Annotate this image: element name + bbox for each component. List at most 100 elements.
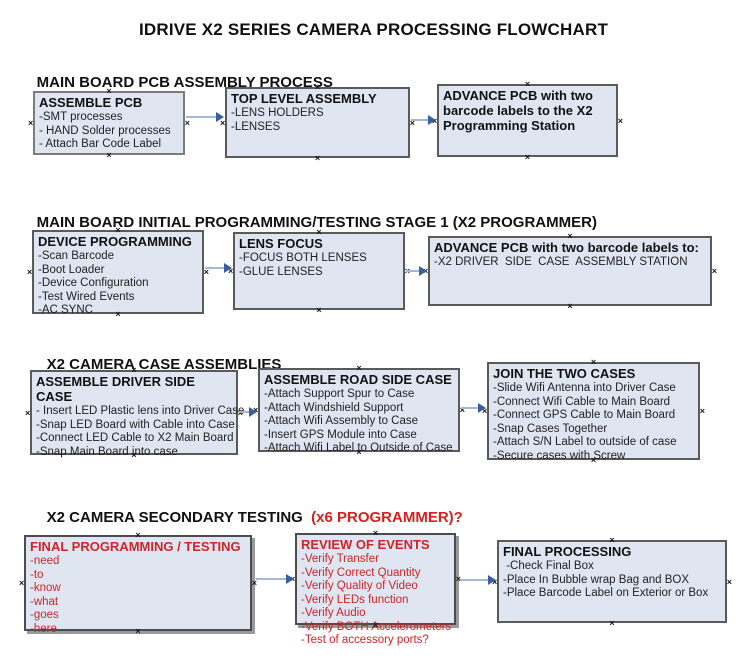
box-items: -Verify Transfer-Verify Correct Quantity… (301, 553, 452, 648)
flow-box-advance-pcb-driver-side-station: ADVANCE PCB with two barcode labels to: … (423, 232, 717, 311)
connection-point-icon: × (699, 406, 705, 416)
box-item: -Connect LED Cable to X2 Main Board (36, 432, 234, 444)
box-item: -Attach Wifi Assembly to Case (264, 415, 419, 427)
flow-box-device-programming: DEVICE PROGRAMMING -Scan Barcode-Boot Lo… (27, 226, 209, 319)
box-item: -know (30, 582, 61, 594)
box-item: -Attach S/N Label to outside of case (493, 436, 677, 448)
section-heading-initial-programming: MAIN BOARD INITIAL PROGRAMMING/TESTING S… (20, 197, 597, 248)
box-item: -Verify BOTH Accelerometers (301, 620, 452, 633)
section-heading-pcb-assembly: MAIN BOARD PCB ASSEMBLY PROCESS (20, 57, 333, 108)
box-title: TOP LEVEL ASSEMBLY (231, 91, 377, 106)
flow-box-top-level-assembly: TOP LEVEL ASSEMBLY -LENS HOLDERS-LENSES … (220, 83, 415, 163)
box-item: -Place In Bubble wrap Bag and BOX (503, 573, 690, 586)
section-heading-text: X2 CAMERA SECONDARY TESTING (46, 509, 312, 526)
box-items: -LENS HOLDERS-LENSES (231, 107, 404, 134)
box-item: -need (30, 555, 60, 567)
connection-point-icon: × (609, 618, 615, 628)
flow-box-lens-focus: LENS FOCUS -FOCUS BOTH LENSES-GLUE LENSE… (228, 228, 410, 315)
box-item: -Attach Wifi Label to Outside of Case (264, 442, 453, 454)
box-item: -Test of accessory ports? (301, 634, 429, 646)
arrow-driver-case-to-road-case (239, 407, 257, 417)
connection-point-icon: × (316, 305, 322, 315)
box-item: -AC SYNC (38, 304, 93, 316)
box-item: -Verify Correct Quantity (301, 566, 421, 579)
connection-point-icon: × (590, 357, 597, 367)
arrow-line (256, 578, 288, 580)
flow-box-review-of-events: REVIEW OF EVENTS -Verify Transfer-Verify… (290, 529, 461, 647)
arrow-lens-focus-to-advance-pcb (406, 266, 427, 276)
arrow-top-level-to-advance-pcb (411, 115, 436, 125)
flow-box-assemble-driver-side-case: ASSEMBLE DRIVER SIDE CASE - Insert LED P… (25, 366, 244, 460)
flow-box-assemble-road-side-case: ASSEMBLE ROAD SIDE CASE -Attach Support … (253, 364, 465, 457)
box-title: ADVANCE PCB with two barcode labels to t… (443, 88, 593, 133)
box-title: FINAL PROGRAMMING / TESTING (30, 539, 241, 554)
connection-point-icon: × (106, 150, 112, 160)
box-item: -Snap Main Board into case (36, 445, 178, 458)
section-heading-secondary-testing: X2 CAMERA SECONDARY TESTING (x6 PROGRAMM… (30, 492, 463, 543)
arrow-final-programming-to-review (256, 574, 294, 584)
box-items: -Scan Barcode-Boot Loader-Device Configu… (38, 250, 198, 318)
box-items: -Check Final Box-Place In Bubble wrap Ba… (503, 560, 721, 601)
connection-point-icon: × (27, 267, 33, 277)
flow-box-join-the-two-cases: JOIN THE TWO CASES -Slide Wifi Antenna i… (482, 358, 705, 465)
box-items: -need-to-know-what-goes-here (30, 555, 246, 636)
arrow-head-icon (224, 263, 232, 273)
box-item: - Attach Bar Code Label (39, 138, 162, 150)
box-items: - Insert LED Plastic lens into Driver Ca… (36, 405, 245, 459)
box-item: -Verify Quality of Video (301, 580, 418, 592)
arrow-review-to-final-processing (460, 575, 496, 585)
connection-point-icon: × (609, 535, 615, 545)
flow-box-advance-pcb-programming-station: ADVANCE PCB with two barcode labels to t… (432, 80, 623, 162)
box-item: -X2 DRIVER SIDE CASE ASSEMBLY STATION (434, 256, 688, 268)
box-item: -Connect GPS Cable to Main Board (493, 409, 676, 421)
box-item: -Attach Windshield Support (264, 401, 404, 414)
box-title: FINAL PROCESSING (503, 544, 632, 559)
arrow-head-icon (419, 266, 427, 276)
page-title: IDRIVE X2 SERIES CAMERA PROCESSING FLOWC… (138, 20, 609, 39)
connection-point-icon: × (28, 118, 34, 128)
flow-box-assemble-pcb: ASSEMBLE PCB -SMT processes- HAND Solder… (28, 87, 190, 160)
box-item: -Check Final Box (503, 560, 594, 572)
box-item: -Snap LED Board with Cable into Case (36, 418, 235, 431)
arrow-head-icon (488, 575, 496, 585)
box-item: -Scan Barcode (38, 250, 115, 262)
connection-point-icon: × (25, 407, 31, 418)
box-item: -Verify Transfer (301, 553, 379, 565)
box-items: -Attach Support Spur to Case-Attach Wind… (264, 388, 454, 456)
connection-point-icon: × (524, 152, 531, 162)
box-item: -Boot Loader (38, 263, 105, 276)
box-item: -Device Configuration (38, 277, 149, 289)
box-item: -FOCUS BOTH LENSES (239, 252, 367, 264)
box-item: -what (30, 595, 59, 608)
box-item: -Slide Wifi Antenna into Driver Case (493, 382, 676, 394)
arrow-device-programming-to-lens-focus (205, 263, 232, 273)
arrow-line (239, 411, 251, 413)
arrow-line (406, 270, 421, 272)
connection-point-icon: × (19, 578, 25, 588)
arrow-line (186, 116, 218, 118)
connection-point-icon: × (726, 576, 732, 587)
box-item: -Insert GPS Module into Case (264, 428, 417, 441)
arrow-line (460, 579, 490, 581)
arrow-head-icon (478, 403, 486, 413)
box-item: - Insert LED Plastic lens into Driver Ca… (36, 405, 245, 417)
box-item: -GLUE LENSES (239, 265, 323, 278)
box-title: DEVICE PROGRAMMING (38, 234, 192, 249)
section-heading-text: MAIN BOARD INITIAL PROGRAMMING/TESTING S… (36, 214, 597, 231)
arrow-head-icon (216, 112, 224, 122)
flow-box-final-programming-testing: FINAL PROGRAMMING / TESTING -need-to-kno… (19, 531, 257, 636)
box-items: -SMT processes- HAND Solder processes- A… (39, 111, 179, 152)
connection-point-icon: × (524, 79, 531, 89)
box-item: -Secure cases with Screw (493, 449, 626, 462)
box-item: -here (30, 622, 57, 635)
arrow-head-icon (286, 574, 294, 584)
connection-point-icon: × (567, 301, 573, 311)
connection-point-icon: × (356, 363, 362, 373)
box-item: -Verify Audio (301, 607, 366, 619)
flow-box-final-processing: FINAL PROCESSING -Check Final Box-Place … (492, 536, 732, 628)
box-item: -SMT processes (39, 111, 123, 123)
box-item: -to (30, 568, 44, 581)
box-item: -Verify LEDs function (301, 593, 409, 606)
connection-point-icon: × (314, 153, 321, 163)
